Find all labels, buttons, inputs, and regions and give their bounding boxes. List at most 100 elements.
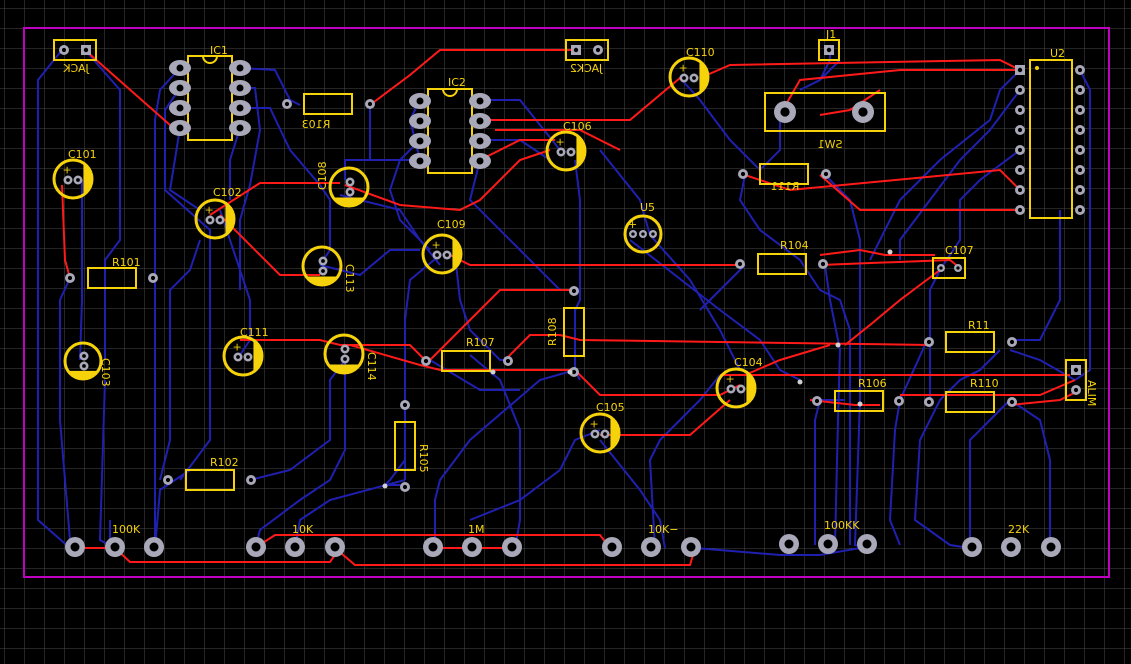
pot-10k-minus[interactable] (602, 537, 701, 557)
r111-pad-2[interactable] (821, 169, 831, 179)
pot-1m[interactable] (423, 537, 522, 557)
c103-pad-2[interactable] (79, 361, 89, 371)
r104[interactable] (757, 253, 807, 275)
c103[interactable] (63, 341, 103, 381)
u2-pin-8[interactable] (1015, 205, 1025, 215)
u5-pad-3[interactable] (649, 230, 657, 238)
pot-22k[interactable] (962, 537, 1061, 557)
c111[interactable]: + (222, 335, 264, 377)
u2-pin-15[interactable] (1075, 85, 1085, 95)
alim-connector[interactable] (1065, 359, 1087, 401)
c107-pad-1[interactable] (937, 264, 945, 272)
r11-pad-2[interactable] (1007, 337, 1017, 347)
jack-pad-2[interactable] (81, 45, 91, 55)
pot-100kk[interactable] (779, 534, 877, 554)
c107-pad-2[interactable] (954, 264, 962, 272)
c108-pad-2[interactable] (345, 187, 355, 197)
u5-pad-2[interactable] (639, 230, 647, 238)
c102[interactable]: + (194, 198, 236, 240)
alim-pad-2[interactable] (1071, 385, 1081, 395)
jack2-pad-2[interactable] (593, 45, 603, 55)
r101[interactable] (87, 267, 137, 289)
pot-10k[interactable] (246, 537, 345, 557)
c108[interactable] (328, 166, 370, 208)
c109-pad-2[interactable] (442, 250, 452, 260)
r110[interactable] (945, 391, 995, 413)
u2-pin-9[interactable] (1075, 205, 1085, 215)
c114[interactable] (323, 333, 365, 375)
r103-pad-2[interactable] (365, 99, 375, 109)
r104-pad-1[interactable] (735, 259, 745, 269)
r111[interactable] (759, 163, 809, 185)
j1-connector[interactable] (818, 39, 840, 61)
r101-pad-1[interactable] (65, 273, 75, 283)
c109[interactable]: + (421, 233, 463, 275)
r11[interactable] (945, 331, 995, 353)
c101-pad-2[interactable] (73, 175, 83, 185)
u2-pin-2[interactable] (1015, 85, 1025, 95)
c110[interactable]: + (668, 56, 710, 98)
c111-pad-1[interactable] (233, 352, 243, 362)
r110-pad-2[interactable] (1007, 397, 1017, 407)
u5-pad-1[interactable] (629, 230, 637, 238)
r11-pad-1[interactable] (924, 337, 934, 347)
r106-pad-2[interactable] (894, 396, 904, 406)
jack-pad-1[interactable] (59, 45, 69, 55)
c114-pad-2[interactable] (340, 354, 350, 364)
c110-pad-1[interactable] (679, 73, 689, 83)
r106[interactable] (834, 390, 884, 412)
c104-pad-2[interactable] (736, 384, 746, 394)
sw1-switch[interactable] (764, 92, 886, 132)
u5[interactable]: + (623, 214, 663, 254)
sw1-pad-1[interactable] (774, 101, 796, 123)
jack2-connector[interactable] (565, 39, 609, 61)
r102-pad-1[interactable] (163, 475, 173, 485)
r105-pad-1[interactable] (400, 400, 410, 410)
r102-pad-2[interactable] (246, 475, 256, 485)
c106[interactable]: + (545, 130, 587, 172)
c105-pad-1[interactable] (590, 429, 600, 439)
r110-pad-1[interactable] (924, 397, 934, 407)
r102[interactable] (185, 469, 235, 491)
r105-pad-2[interactable] (400, 482, 410, 492)
j1-pad-1[interactable] (824, 45, 834, 55)
u2-pin-12[interactable] (1075, 145, 1085, 155)
c110-pad-2[interactable] (689, 73, 699, 83)
c102-pad-1[interactable] (205, 215, 215, 225)
c113-pad-1[interactable] (318, 256, 328, 266)
r103[interactable] (303, 93, 353, 115)
c103-pad-1[interactable] (79, 351, 89, 361)
c106-pad-2[interactable] (566, 147, 576, 157)
u2-pin-16[interactable] (1075, 65, 1085, 75)
r106-pad-1[interactable] (812, 396, 822, 406)
ic2[interactable] (409, 88, 491, 174)
r105[interactable] (394, 421, 416, 471)
c113[interactable] (301, 245, 343, 287)
u2-pin-5[interactable] (1015, 145, 1025, 155)
r104-pad-2[interactable] (818, 259, 828, 269)
c114-pad-1[interactable] (340, 344, 350, 354)
c107[interactable] (932, 257, 966, 279)
c104-pad-1[interactable] (726, 384, 736, 394)
r108[interactable] (563, 307, 585, 357)
r111-pad-1[interactable] (738, 169, 748, 179)
pot-100k[interactable] (65, 537, 164, 557)
u2-pin-10[interactable] (1075, 185, 1085, 195)
u2-pin-6[interactable] (1015, 165, 1025, 175)
u2-pin-11[interactable] (1075, 165, 1085, 175)
u2-pin-4[interactable] (1015, 125, 1025, 135)
u2-pin-13[interactable] (1075, 125, 1085, 135)
u2[interactable] (1029, 59, 1073, 219)
c102-pad-2[interactable] (215, 215, 225, 225)
c108-pad-1[interactable] (345, 177, 355, 187)
c105-pad-2[interactable] (600, 429, 610, 439)
u2-pin-1[interactable] (1015, 65, 1025, 75)
r107-pad-1[interactable] (421, 356, 431, 366)
c106-pad-1[interactable] (556, 147, 566, 157)
c109-pad-1[interactable] (432, 250, 442, 260)
u2-pin-7[interactable] (1015, 185, 1025, 195)
u2-pin-3[interactable] (1015, 105, 1025, 115)
c101[interactable]: + (52, 158, 94, 200)
ic1[interactable] (169, 55, 251, 141)
r107-pad-2[interactable] (503, 356, 513, 366)
